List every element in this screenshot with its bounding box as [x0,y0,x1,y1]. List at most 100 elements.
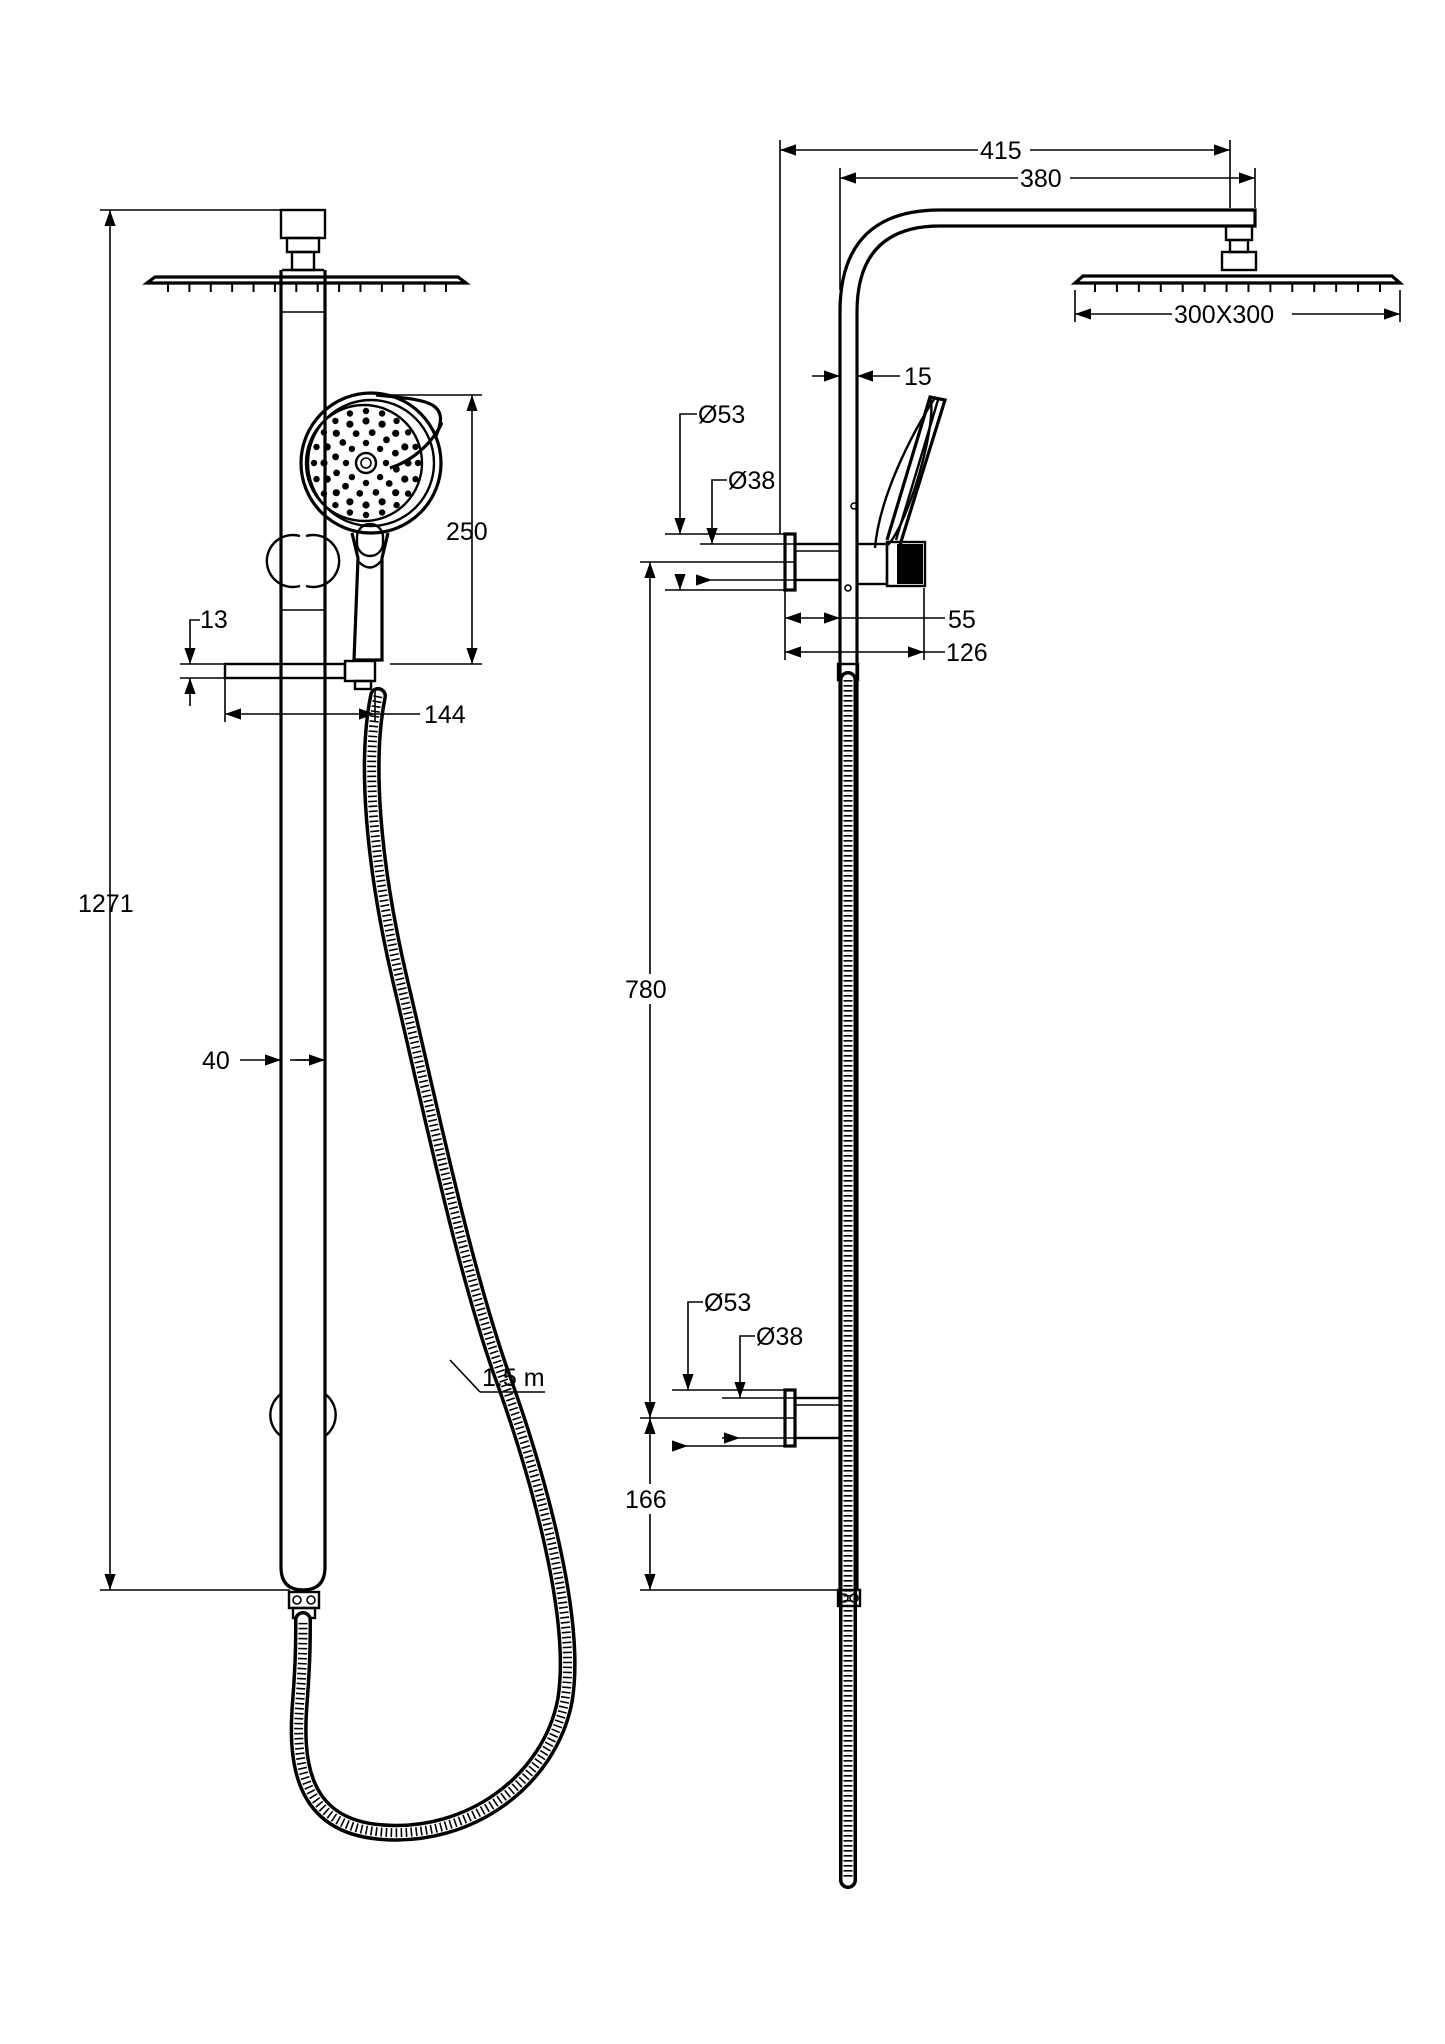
dim-handset-projection: 126 [785,588,988,667]
spray-nozzle-dot [320,490,328,497]
spray-nozzle-dot [372,489,380,496]
spray-nozzle-dot [404,429,412,436]
spray-nozzle-dot [404,459,412,467]
spray-nozzle-dot [313,443,320,451]
dim-rail-width: 40 [202,1047,325,1075]
dim-lower-outer-diameter: Ø53 [672,1289,785,1447]
spray-nozzle-dot [376,473,384,481]
hand-shower-side [844,395,948,592]
label-handset-height: 250 [446,518,488,546]
flexible-hose-front [289,687,577,1842]
spray-nozzle-dot [378,498,386,506]
dim-rail-offset: 15 [812,363,932,391]
spray-nozzle-dot [382,459,390,467]
dim-holder-length: 144 [224,678,466,729]
label-handset-projection: 126 [946,639,988,667]
label-bracket-spacing: 780 [625,976,667,1004]
dim-head-size: 300X300 [1074,290,1401,329]
label-lower-inner-diameter: Ø38 [756,1323,803,1351]
spray-nozzle-dot [392,449,399,457]
spray-nozzle-dot [392,489,400,497]
spray-nozzle-dot [362,407,370,415]
label-holder-thickness: 13 [200,606,228,634]
spray-nozzle-dot [362,501,370,509]
label-rail-offset: 15 [904,363,932,391]
rail-top-cap [279,208,327,240]
label-bracket-depth: 55 [948,606,976,634]
spray-nozzle-dot [320,459,328,467]
spray-nozzle-dot [339,439,347,446]
label-overall-height: 1271 [78,890,134,918]
spray-nozzle-dot [332,489,340,497]
spray-nozzle-dot [414,459,422,467]
overhead-shower-head-front [142,268,471,292]
dim-arm-projection: 415 [779,136,1231,534]
spray-nozzle-dot [342,482,349,490]
spray-nozzle-dot [332,501,339,509]
dim-lower-inner-diameter: Ø38 [722,1323,803,1439]
spray-nozzle-dot [310,459,318,467]
spray-nozzle-dot [346,498,354,506]
label-arm-projection: 415 [980,137,1022,165]
label-rail-width: 40 [202,1047,230,1075]
flexible-hose-side [836,662,862,1889]
spray-nozzle-dot [362,439,370,447]
handset-holder-front [223,659,377,691]
label-lower-outer-diameter: Ø53 [704,1289,751,1317]
label-bottom-offset: 166 [625,1486,667,1514]
spray-nozzle-dot [356,490,364,497]
dim-bottom-offset: 166 [620,1418,840,1591]
shower-arm-side [838,208,1257,1590]
dim-overall-height: 1271 [78,209,290,1591]
spray-nozzle-dot [378,420,386,428]
spray-nozzle-dot [376,445,384,453]
spray-nozzle-dot [362,479,370,487]
label-holder-length: 144 [424,701,466,729]
rail-bottom-connector [287,1590,321,1620]
spray-nozzle-dot [346,420,354,428]
spray-nozzle-dot [320,429,328,436]
spray-nozzle-dot [348,473,356,481]
hand-shower-front [299,391,443,662]
dim-holder-thickness: 13 [180,606,228,706]
spray-nozzle-dot [313,475,320,483]
spray-nozzle-dot [412,443,419,451]
spray-nozzle-dot [412,475,419,483]
label-upper-outer-diameter: Ø53 [698,401,745,429]
dim-handset-height: 250 [380,394,488,665]
dim-upper-inner-diameter: Ø38 [700,467,795,581]
dim-arm-reach: 380 [839,164,1256,290]
label-arm-reach: 380 [1020,165,1062,193]
sliding-rail [279,270,327,1592]
spray-nozzle-dot [362,417,370,425]
dim-hose-length: 1.5 m [449,1359,545,1393]
spray-nozzle-dot [332,453,339,461]
spray-nozzle-dot [401,475,409,483]
spray-nozzle-dot [352,430,360,437]
spray-nozzle-dot [385,480,393,487]
spray-nozzle-dot [342,459,350,467]
label-head-size: 300X300 [1174,301,1274,329]
spray-nozzle-dot [323,475,331,483]
spray-nozzle-dot [368,429,376,436]
spray-nozzle-dot [404,490,412,497]
spray-nozzle-dot [393,465,400,473]
spray-nozzle-dot [348,445,356,453]
dim-bracket-depth: 55 [784,590,976,660]
spray-nozzle-dot [393,417,400,425]
spray-nozzle-dot [346,509,354,516]
spray-nozzle-dot [383,436,390,444]
dim-upper-outer-diameter: Ø53 [665,401,785,591]
spray-nozzle-dot [393,501,400,509]
front-view: 1271 40 250 13 [78,208,577,1842]
spray-nozzle-dot [323,443,331,451]
side-view: 415 380 300X300 15 [620,136,1405,1889]
lower-rail-bracket-front [269,1393,337,1437]
diverter-knob [265,533,341,589]
spray-nozzle-dot [332,429,340,437]
spray-nozzle-dot [362,511,370,519]
spray-nozzle-dot [378,410,386,417]
label-hose-length: 1.5 m [482,1364,545,1392]
spray-nozzle-dot [401,443,409,451]
